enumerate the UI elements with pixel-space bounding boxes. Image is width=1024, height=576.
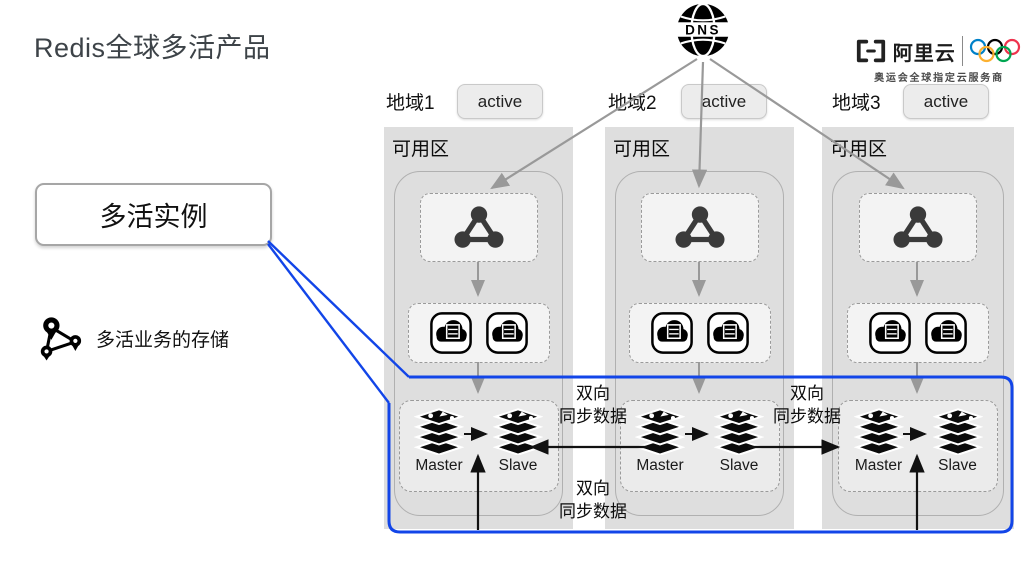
db-box-2	[628, 303, 771, 363]
slave-label: Slave	[498, 457, 538, 474]
region-2-status-badge: active	[681, 84, 767, 119]
master-label: Master	[636, 457, 684, 474]
redis-icon	[714, 408, 764, 455]
cloud-db-icon	[485, 312, 528, 354]
master-slave-box-3: Master Slave	[838, 400, 998, 492]
page-title: Redis全球多活产品	[34, 33, 271, 63]
alibaba-brand-text: 阿里云	[892, 42, 956, 65]
sync-label-bottom-left: 双向 同步数据	[559, 479, 627, 521]
zone-label-3: 可用区	[830, 139, 888, 160]
db-box-1	[407, 303, 550, 363]
proxy-cluster-icon	[453, 205, 504, 248]
dns-globe-icon-svg: DNS	[675, 2, 731, 58]
zone-label-1: 可用区	[392, 139, 450, 160]
multi-active-instance-callout: 多活实例	[35, 183, 272, 246]
proxy-box-2	[640, 193, 759, 262]
redis-icon	[932, 408, 983, 455]
sync-label-top-left: 双向 同步数据	[559, 384, 627, 426]
proxy-box-3	[859, 193, 977, 262]
zone-panel-1: 可用区	[384, 127, 573, 529]
alibaba-bracket-icon	[856, 39, 885, 63]
olympic-rings-icon	[970, 38, 1021, 62]
dns-label: DNS	[685, 22, 721, 37]
sync-label-top-right: 双向 同步数据	[773, 384, 841, 426]
master-slave-box-2: Master Slave	[619, 400, 780, 492]
zone-label-2: 可用区	[613, 139, 671, 160]
slave-node: Slave	[709, 408, 769, 475]
cloud-db-icon	[869, 312, 911, 354]
slave-node: Slave	[928, 408, 988, 475]
zone-panel-2: 可用区	[605, 127, 794, 529]
redis-icon	[493, 408, 543, 455]
region-1-name: 地域1	[386, 93, 435, 114]
zone-panel-3: 可用区	[822, 127, 1014, 529]
redis-icon	[853, 408, 904, 455]
region-3-status-badge: active	[903, 84, 989, 119]
redis-icon	[414, 408, 464, 455]
slave-label: Slave	[719, 457, 759, 474]
alibaba-tagline: 奥运会全球指定云服务商	[874, 73, 1004, 84]
slave-node: Slave	[488, 408, 548, 475]
cloud-db-icon	[706, 312, 749, 354]
dns-globe-icon: DNS	[675, 2, 731, 63]
proxy-cluster-icon	[674, 205, 725, 248]
region-3-name: 地域3	[832, 93, 881, 114]
proxy-box-1	[419, 193, 538, 262]
region-2-name: 地域2	[608, 93, 657, 114]
redis-icon	[635, 408, 685, 455]
master-label: Master	[854, 457, 903, 474]
cloud-db-icon	[650, 312, 693, 354]
cloud-db-icon	[925, 312, 967, 354]
region-1-status-badge: active	[457, 84, 543, 119]
alibaba-cloud-logo: 阿里云 奥运会全球指定云服务商	[853, 36, 1024, 84]
master-node: Master	[409, 408, 469, 475]
master-node: Master	[630, 408, 690, 475]
master-node: Master	[849, 408, 909, 475]
master-slave-box-1: Master Slave	[398, 400, 559, 492]
instance-label: 多活实例	[99, 202, 208, 232]
pins-network-icon	[40, 317, 82, 361]
cloud-db-icon	[429, 312, 472, 354]
storage-label: 多活业务的存储	[96, 329, 230, 351]
logo-divider	[961, 36, 964, 66]
master-label: Master	[415, 457, 463, 474]
storage-legend: 多活业务的存储	[36, 314, 229, 362]
alibaba-logo-row: 阿里云	[855, 36, 1024, 66]
slave-label: Slave	[938, 457, 977, 474]
db-box-3	[847, 303, 989, 363]
proxy-cluster-icon	[893, 205, 943, 248]
